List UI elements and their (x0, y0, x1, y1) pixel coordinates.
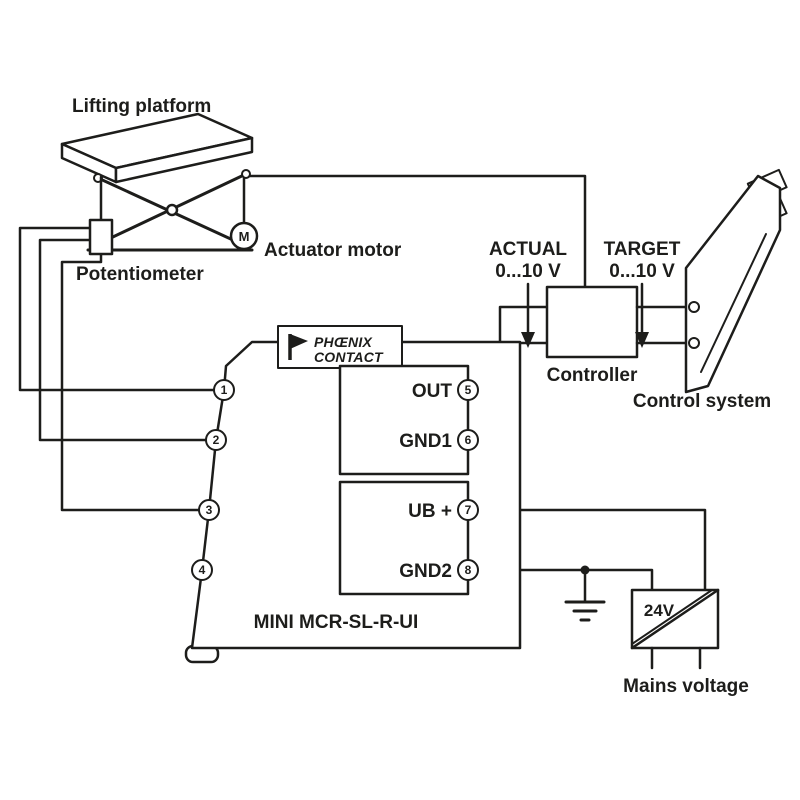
mains-voltage-label: Mains voltage (623, 676, 749, 697)
potentiometer-symbol (88, 218, 114, 256)
wire-gnd2-psu (476, 568, 654, 592)
board-detail-line (700, 233, 767, 373)
board-outline (684, 174, 782, 394)
motor-letter: M (239, 229, 250, 244)
wire-motor-controller (242, 174, 587, 289)
terminal-6-number: 6 (465, 433, 472, 447)
label-gnd2: GND2 (399, 561, 452, 582)
actual-arrow-head (521, 332, 535, 348)
actual-label-line2: 0...10 V (495, 261, 561, 282)
controller-label: Controller (547, 365, 638, 386)
terminal-4-number: 4 (199, 563, 206, 577)
control-system-label: Control system (633, 391, 771, 412)
terminal-3-number: 3 (206, 503, 213, 517)
terminal-5-number: 5 (465, 383, 472, 397)
controller-group: Controller (545, 285, 639, 386)
module-group: PHŒNIX CONTACT 1 2 3 4 OUT 5 GND1 (184, 325, 522, 664)
psu-diagonal-2 (631, 589, 713, 645)
terminal-4: 4 (191, 559, 213, 581)
wire-pot-terminal3 (60, 252, 201, 512)
module-name-label: MINI MCR-SL-R-UI (254, 612, 419, 633)
terminal-2: 2 (205, 429, 227, 451)
lifting-platform-group: Lifting platform (60, 96, 254, 252)
terminal-6: 6 (457, 429, 479, 451)
logo-mark-pennant (290, 334, 308, 349)
terminal-1-circle (213, 379, 235, 401)
terminal-1-number: 1 (221, 383, 228, 397)
terminal-8-circle (457, 559, 479, 581)
terminal-5: 5 (457, 379, 479, 401)
potentiometer-label: Potentiometer (76, 264, 204, 285)
terminal-block-lower (338, 480, 470, 596)
actual-signal-group: ACTUAL 0...10 V (489, 239, 567, 348)
actuator-motor-group: M Actuator motor (229, 221, 402, 261)
phoenix-p-icon (288, 334, 308, 360)
terminal-7-number: 7 (465, 503, 472, 517)
control-system-group: Control system (633, 168, 788, 412)
board-hole-1 (688, 301, 700, 313)
platform-side-front (114, 136, 254, 184)
actuator-motor-label: Actuator motor (264, 240, 402, 261)
board-hole-2 (688, 337, 700, 349)
brand-line2: CONTACT (314, 349, 384, 365)
terminal-2-circle (205, 429, 227, 451)
psu-voltage-label: 24V (644, 601, 675, 620)
label-out: OUT (412, 381, 453, 402)
earth-ground-icon (564, 568, 606, 622)
terminal-1: 1 (213, 379, 235, 401)
terminal-8: 8 (457, 559, 479, 581)
controller-box (545, 285, 639, 359)
scissor-joint-2 (241, 169, 251, 179)
label-ubplus: UB + (408, 501, 452, 522)
phoenix-logo: PHŒNIX CONTACT (277, 325, 403, 369)
label-gnd1: GND1 (399, 431, 452, 452)
terminal-5-circle (457, 379, 479, 401)
wire-ubplus-psu (476, 508, 707, 592)
terminal-3-circle (198, 499, 220, 521)
terminal-block-upper (338, 364, 470, 476)
terminal-2-number: 2 (213, 433, 220, 447)
wire-pot-terminal1 (18, 226, 216, 392)
terminal-7: 7 (457, 499, 479, 521)
target-arrow-head (635, 332, 649, 348)
scissor-pivot (165, 203, 179, 217)
target-label-line2: 0...10 V (609, 261, 675, 282)
psu-diagonal-1 (630, 588, 720, 650)
potentiometer-group: Potentiometer (76, 218, 204, 285)
target-label-line1: TARGET (604, 239, 681, 260)
brand-line1: PHŒNIX (314, 334, 373, 350)
terminal-4-circle (191, 559, 213, 581)
terminal-7-circle (457, 499, 479, 521)
terminal-3: 3 (198, 499, 220, 521)
terminal-8-number: 8 (465, 563, 472, 577)
wire-pot-terminal2 (38, 238, 208, 442)
actual-label-line1: ACTUAL (489, 239, 567, 260)
target-signal-group: TARGET 0...10 V (604, 239, 681, 348)
motor-icon (229, 221, 259, 251)
terminal-6-circle (457, 429, 479, 451)
lifting-platform-label: Lifting platform (72, 96, 211, 117)
psu-group: 24V Mains voltage (623, 588, 749, 697)
